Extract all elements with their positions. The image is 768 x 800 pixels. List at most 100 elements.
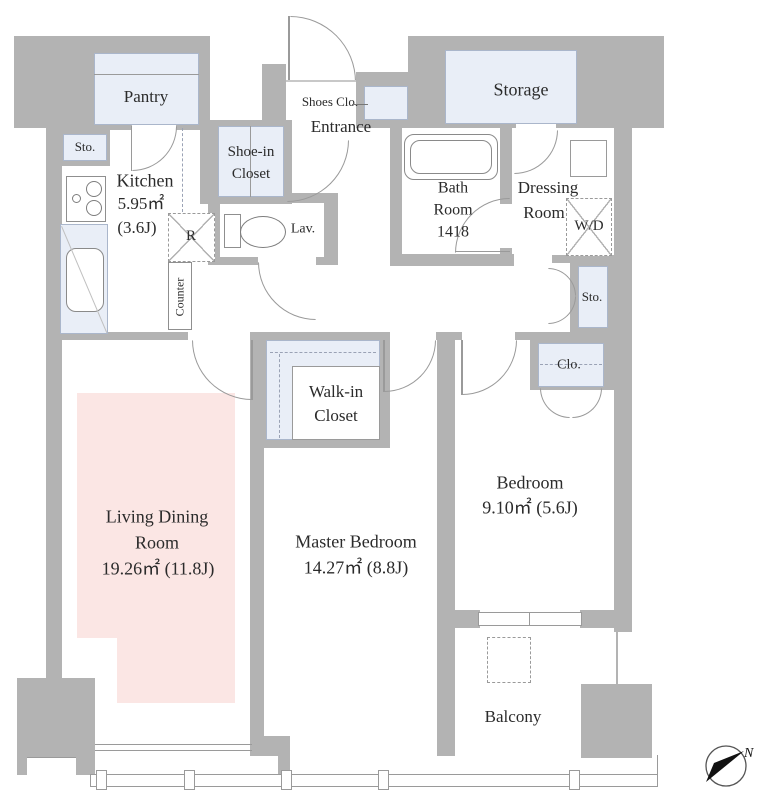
refrigerator-box xyxy=(168,213,215,262)
wall-segment xyxy=(208,257,258,265)
room-shoe-in-closet xyxy=(218,126,284,197)
dressing-label: Dressing xyxy=(517,178,579,198)
refrigerator-label: R xyxy=(185,228,197,245)
wall-segment xyxy=(448,610,480,628)
master-bedroom-door-leaf xyxy=(383,340,385,392)
balcony-railing xyxy=(90,786,658,787)
wall-segment xyxy=(176,120,210,130)
ldk-window-line xyxy=(95,744,252,745)
wall-segment xyxy=(390,126,402,266)
bathtub-inner xyxy=(410,140,492,174)
walk-in-closet-label: Closet xyxy=(314,406,358,426)
wic-inner-area xyxy=(292,366,380,440)
wall-segment xyxy=(199,36,210,124)
compass-icon: N xyxy=(705,745,754,787)
entrance-label: Entrance xyxy=(310,117,372,137)
bedroom-label: Bedroom xyxy=(496,472,564,493)
ldk-window-line xyxy=(95,750,252,751)
pantry-door-leaf xyxy=(131,126,132,171)
pantry-shelf-line xyxy=(94,74,199,75)
living-dining-label: Room xyxy=(134,532,180,553)
balcony-railing xyxy=(90,774,658,775)
bedroom-window xyxy=(478,612,582,626)
wall-segment xyxy=(580,610,614,628)
railing-end xyxy=(657,755,658,787)
wall-bedroom-divider xyxy=(437,340,455,756)
closet-rail-line xyxy=(540,364,602,365)
railing-post xyxy=(184,770,195,790)
bedroom-door-leaf xyxy=(461,340,463,395)
counter-label: Counter xyxy=(172,277,187,317)
living-dining-area-label: 19.26㎡ (11.8J) xyxy=(101,558,215,579)
closet-door-arc xyxy=(572,388,602,418)
wall-exterior-right xyxy=(614,126,632,632)
kitchen-tatami-label: (3.6J) xyxy=(117,218,157,238)
pantry-door-arc xyxy=(132,126,177,171)
shoe-in-closet-label: Closet xyxy=(231,166,271,183)
lavatory-door-arc xyxy=(258,262,316,320)
bath-door-leaf xyxy=(455,251,510,252)
washer-dryer-box xyxy=(566,198,612,256)
entrance-threshold xyxy=(286,80,356,82)
bedroom-area-label: 9.10㎡ (5.6J) xyxy=(482,497,578,518)
compass-north-label: N xyxy=(743,746,754,761)
storage-kitchen-label: Sto. xyxy=(74,139,96,155)
room-pantry xyxy=(94,53,199,125)
room-living-dining xyxy=(117,638,235,703)
wall-segment xyxy=(94,120,132,130)
shoe-in-closet-label: Shoe-in xyxy=(227,144,275,161)
wall-segment xyxy=(390,254,514,266)
balcony-ac-pad xyxy=(487,637,531,683)
walk-in-closet-label: Walk-in xyxy=(308,382,364,402)
room-closet xyxy=(538,343,604,387)
shoes-closet-leader xyxy=(352,104,368,105)
room-storage xyxy=(445,50,577,124)
ldk-door-leaf xyxy=(251,340,253,400)
kitchen-dashed-line xyxy=(182,128,183,212)
wic-rail-line xyxy=(279,354,280,438)
master-bedroom-label: Master Bedroom xyxy=(295,531,417,552)
storage-door-opening xyxy=(516,120,556,130)
wall-segment xyxy=(278,754,290,774)
wall-segment xyxy=(436,332,462,340)
pillar-window-notch xyxy=(27,757,76,776)
railing-post xyxy=(96,770,107,790)
storage-hall-label: Sto. xyxy=(581,289,603,305)
master-bedroom-area-label: 14.27㎡ (8.8J) xyxy=(303,557,409,578)
balcony-label: Balcony xyxy=(484,707,542,727)
kitchen-label: Kitchen xyxy=(116,170,174,191)
railing-post xyxy=(281,770,292,790)
wall-segment xyxy=(250,736,290,756)
master-bedroom-door-arc xyxy=(384,340,436,392)
bath-label: Room xyxy=(433,201,473,219)
entrance-door-arc xyxy=(290,16,356,82)
bedroom-door-arc xyxy=(462,340,517,395)
railing-post xyxy=(378,770,389,790)
entrance-door-leaf xyxy=(288,16,290,82)
stove-burner xyxy=(86,181,102,197)
wall-segment xyxy=(60,332,188,340)
wall-balcony-pillar xyxy=(581,684,652,758)
storage-door-arc xyxy=(514,130,558,174)
toilet-tank xyxy=(224,214,241,248)
railing-end xyxy=(90,774,91,786)
wall-segment xyxy=(324,193,338,265)
bath-label: Bath xyxy=(437,179,469,197)
wall-segment xyxy=(14,36,94,128)
hall-door-arc xyxy=(287,140,349,202)
washer-dryer-label: W/D xyxy=(574,218,604,235)
railing-post xyxy=(569,770,580,790)
closet-label: Clo. xyxy=(557,357,581,373)
wall-segment xyxy=(262,64,286,130)
shoe-in-closet-divider xyxy=(250,126,251,197)
wall-ldk-divider xyxy=(250,340,264,742)
wall-segment xyxy=(552,255,616,263)
living-dining-label: Living Dining xyxy=(105,506,209,527)
bedroom-window-mullion xyxy=(529,612,530,626)
ldk-door-arc xyxy=(192,340,252,400)
stove-burner xyxy=(86,200,102,216)
wic-rail-line xyxy=(270,352,376,353)
storage-label: Storage xyxy=(493,79,549,100)
counter-box xyxy=(168,262,192,330)
